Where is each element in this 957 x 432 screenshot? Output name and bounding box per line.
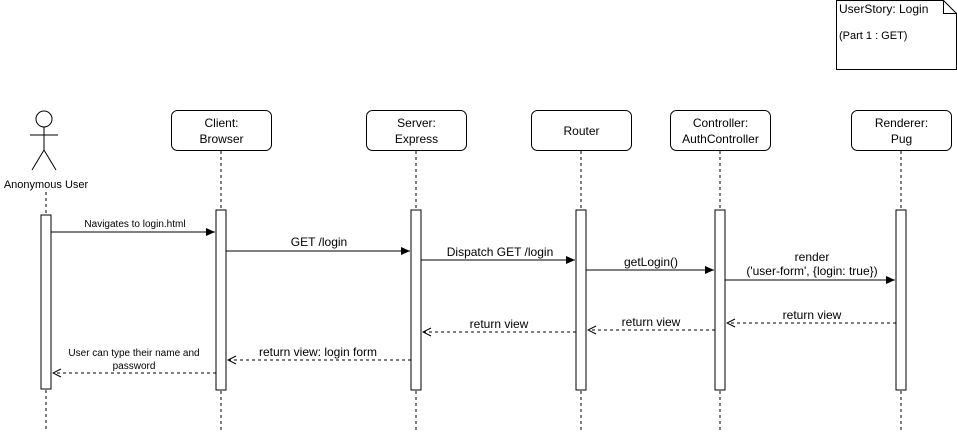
- participant-client-line2: Browser: [199, 132, 243, 146]
- participant-controller-line2: AuthController: [682, 132, 759, 146]
- stick-figure-icon: [30, 110, 58, 171]
- return-client-label-line2: password: [113, 361, 156, 372]
- return-renderer-label: return view: [783, 308, 842, 322]
- participant-router-line1: Router: [563, 124, 599, 138]
- message-navigate: Navigates to login.html: [51, 219, 215, 236]
- return-server-to-client: return view: login form: [228, 345, 411, 360]
- note-subtitle: (Part 1 : GET): [839, 30, 907, 42]
- message-get-login: GET /login: [226, 235, 410, 255]
- return-renderer-to-controller: return view: [727, 308, 896, 323]
- participant-client: Client: Browser: [171, 110, 272, 151]
- participant-box-server: [366, 110, 467, 151]
- message-dispatch-label: Dispatch GET /login: [447, 245, 554, 259]
- participant-renderer-line2: Pug: [891, 132, 912, 146]
- message-get-login-call: getLogin(): [586, 255, 714, 274]
- participant-router: Router: [531, 110, 632, 151]
- participant-server-line1: Server:: [397, 116, 436, 130]
- message-render: render ('user-form', {login: true}): [725, 250, 895, 284]
- message-get-login-call-label: getLogin(): [624, 255, 678, 269]
- participant-box-client: [171, 110, 272, 151]
- activation-controller: [714, 209, 726, 391]
- participant-box-router: [531, 110, 632, 151]
- message-navigate-label: Navigates to login.html: [84, 219, 185, 230]
- activation-server: [410, 209, 422, 391]
- participant-controller: Controller: AuthController: [670, 110, 771, 151]
- activation-client: [215, 209, 227, 391]
- note-title: UserStory: Login: [839, 2, 928, 16]
- participant-controller-line1: Controller:: [693, 116, 748, 130]
- participant-server-line2: Express: [395, 132, 438, 146]
- activation-router: [575, 209, 587, 391]
- message-dispatch: Dispatch GET /login: [421, 245, 575, 264]
- participant-renderer: Renderer: Pug: [851, 110, 952, 151]
- return-router-label: return view: [470, 317, 529, 331]
- actor-anonymous-user: Anonymous User: [4, 110, 89, 191]
- user-story-note: UserStory: Login (Part 1 : GET): [836, 0, 957, 70]
- activation-renderer: [895, 209, 907, 391]
- activation-anonymous-user: [40, 214, 52, 390]
- participant-box-controller: [670, 110, 771, 151]
- participant-box-renderer: [851, 110, 952, 151]
- return-client-label-line1: User can type their name and: [68, 348, 199, 359]
- actor-label: Anonymous User: [4, 179, 89, 191]
- participant-server: Server: Express: [366, 110, 467, 151]
- participant-renderer-line1: Renderer:: [875, 116, 928, 130]
- message-get-login-label: GET /login: [291, 235, 347, 249]
- return-controller-to-router: return view: [588, 315, 715, 330]
- message-render-label: render: [795, 250, 830, 264]
- participant-client-line1: Client:: [204, 116, 238, 130]
- return-controller-label: return view: [622, 315, 681, 329]
- message-render-args: ('user-form', {login: true}): [746, 264, 877, 278]
- return-server-label: return view: login form: [259, 345, 377, 359]
- return-client-to-user: User can type their name and password: [53, 348, 216, 373]
- return-router-to-server: return view: [423, 317, 576, 332]
